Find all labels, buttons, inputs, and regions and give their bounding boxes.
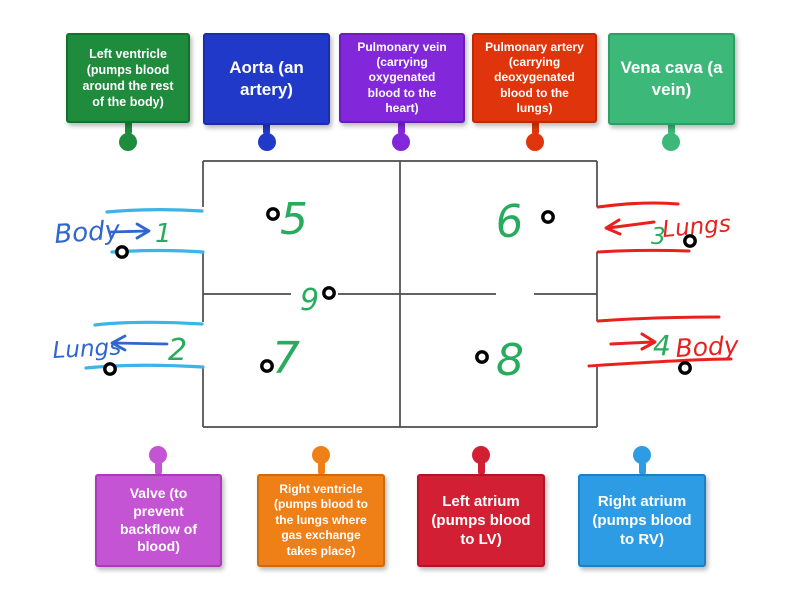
drop-target-circle-6[interactable] — [541, 210, 555, 224]
pin-dot-icon — [662, 133, 680, 151]
heart-chambers-outline — [202, 160, 598, 428]
pin-stem — [154, 461, 162, 475]
drop-target-circle-4[interactable] — [678, 361, 692, 375]
pin-stem — [124, 121, 132, 135]
lungs-out-arrow — [112, 341, 169, 346]
number-6: 6 — [493, 195, 526, 249]
label-card-pulmonary-vein[interactable]: Pulmonary vein (carrying oxygenated bloo… — [339, 33, 465, 123]
body-out-arrow — [609, 340, 654, 346]
label-text: Pulmonary vein (carrying oxygenated bloo… — [357, 39, 447, 116]
number-5: 5 — [280, 194, 308, 245]
label-card-left-atrium[interactable]: Left atrium (pumps blood to LV) — [417, 474, 545, 567]
pin-stem — [477, 461, 485, 475]
lungs-in-arrow — [606, 220, 656, 230]
pin-dot-icon — [257, 133, 276, 151]
handwritten-lungs-right: Lungs — [661, 211, 732, 243]
pin-dot-icon — [119, 133, 137, 151]
number-4: 4 — [653, 329, 671, 362]
pin-stem — [638, 461, 646, 475]
body-in-arrow — [109, 229, 149, 234]
number-7: 7 — [272, 333, 300, 384]
pin-dot-icon — [633, 446, 651, 464]
number-9: 9 — [300, 283, 319, 318]
number-2: 2 — [168, 333, 187, 368]
pin-dot-icon — [312, 446, 330, 464]
drop-target-circle-2[interactable] — [103, 362, 117, 376]
pin-dot-icon — [149, 446, 167, 464]
number-8: 8 — [496, 335, 524, 386]
pin-stem — [531, 121, 539, 135]
drop-target-circle-5[interactable] — [266, 207, 280, 221]
pin-stem — [667, 121, 675, 135]
number-1: 1 — [155, 219, 172, 249]
pin-stem — [397, 121, 405, 135]
label-card-right-atrium[interactable]: Right atrium (pumps blood to RV) — [578, 474, 706, 567]
pin-stem — [317, 461, 325, 475]
handwritten-body-right: Body — [675, 331, 741, 363]
label-text: Pulmonary artery (carrying deoxygenated … — [485, 39, 584, 116]
pin-dot-icon — [526, 133, 544, 151]
drop-target-circle-7[interactable] — [260, 359, 274, 373]
label-text: Left atrium (pumps blood to LV) — [431, 492, 531, 549]
label-card-vena-cava[interactable]: Vena cava (a vein) — [608, 33, 735, 125]
handwritten-numbers: 5 6 7 8 9 1 2 3 4 — [155, 194, 671, 386]
label-text: Vena cava (a vein) — [620, 58, 723, 99]
label-card-right-ventricle[interactable]: Right ventricle (pumps blood to the lung… — [257, 474, 385, 567]
pin-dot-icon — [472, 446, 490, 464]
pin-stem — [263, 121, 270, 135]
label-card-left-ventricle[interactable]: Left ventricle (pumps blood around the r… — [66, 33, 190, 123]
label-text: Valve (to prevent backflow of blood) — [119, 484, 197, 555]
blue-ink-arrows — [109, 222, 169, 352]
drop-target-circle-9[interactable] — [322, 286, 336, 300]
number-3: 3 — [651, 224, 666, 250]
pin-dot-icon — [392, 133, 410, 151]
label-text: Right ventricle (pumps blood to the lung… — [274, 482, 368, 558]
handwritten-lungs-left: Lungs — [52, 334, 122, 364]
drop-target-circle-8[interactable] — [475, 350, 489, 364]
label-text: Left ventricle (pumps blood around the r… — [82, 47, 174, 109]
handwritten-body-left: Body — [53, 215, 121, 250]
right-vessel-lines — [587, 201, 733, 368]
label-text: Aorta (an artery) — [229, 58, 304, 99]
drop-target-circle-1[interactable] — [115, 245, 129, 259]
label-card-aorta[interactable]: Aorta (an artery) — [203, 33, 330, 125]
label-text: Right atrium (pumps blood to RV) — [592, 492, 692, 549]
drop-target-circle-3[interactable] — [683, 234, 697, 248]
label-card-pulmonary-artery[interactable]: Pulmonary artery (carrying deoxygenated … — [472, 33, 597, 123]
label-card-valve[interactable]: Valve (to prevent backflow of blood) — [95, 474, 222, 567]
